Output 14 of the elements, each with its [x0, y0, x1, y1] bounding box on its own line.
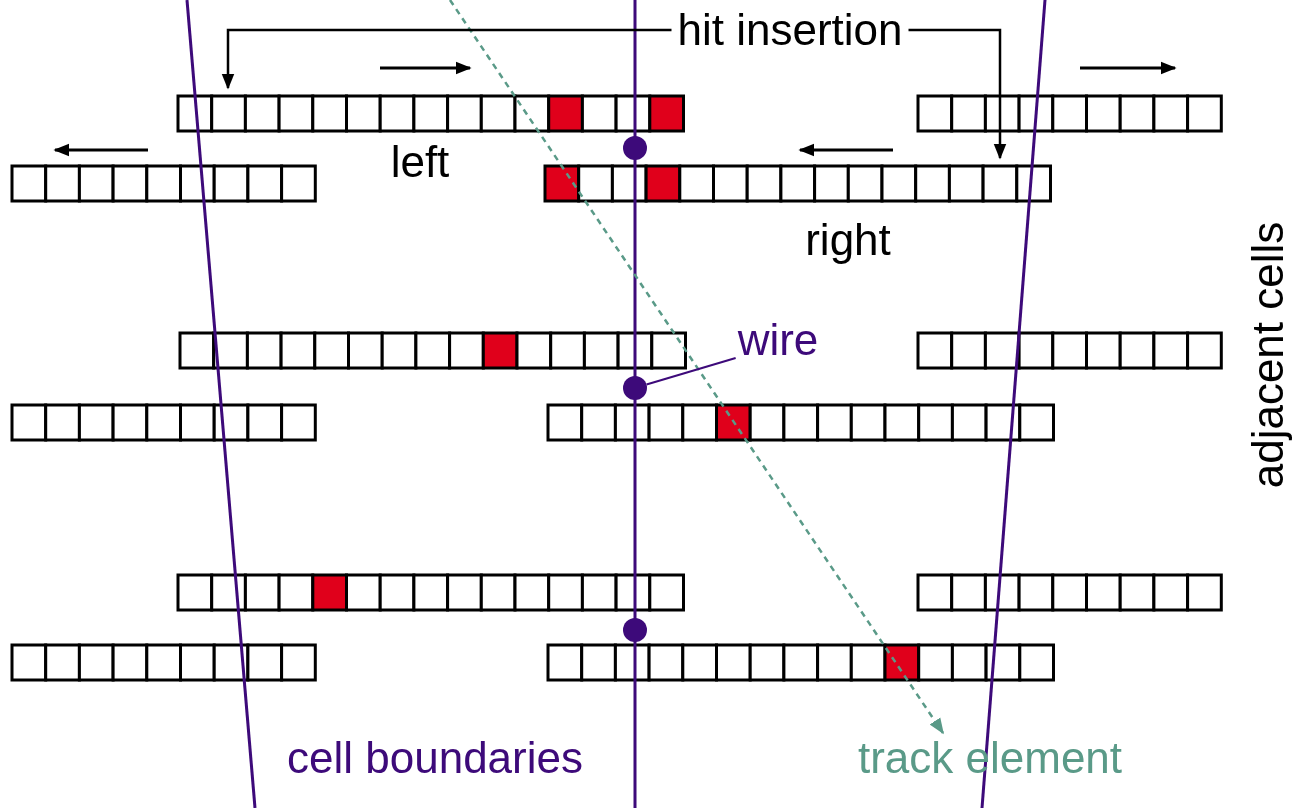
callout-text: hit insertion: [677, 8, 903, 52]
callout-text: wire: [737, 318, 819, 362]
diagram-label: left: [390, 140, 450, 184]
leader-line: [645, 357, 737, 386]
diagram-label: right: [805, 218, 891, 262]
leader-line: [908, 28, 1007, 160]
diagram-label: adjacent cells: [1246, 221, 1290, 489]
wire-dot: [623, 136, 647, 160]
wire-dot: [623, 618, 647, 642]
cell-row: [543, 164, 1052, 203]
leader-line: [221, 28, 672, 90]
wire-dot: [623, 376, 647, 400]
cell-row: [176, 94, 685, 133]
diagram-label: cell boundaries: [287, 736, 583, 780]
